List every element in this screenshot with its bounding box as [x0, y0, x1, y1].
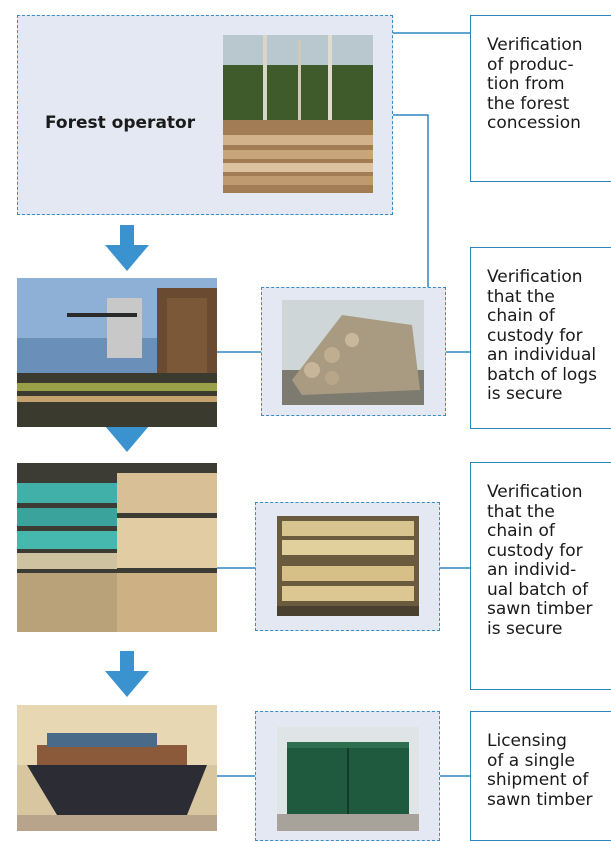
- forest-logging-photo: [223, 35, 373, 193]
- note-shipment-licensing: Licensing of a single shipment of sawn t…: [470, 711, 611, 841]
- arrow-down-icon: [105, 225, 149, 271]
- cargo-ship-photo: [17, 705, 217, 831]
- sawn-timber-stack-photo: [277, 516, 419, 616]
- arrow-down-icon: [105, 651, 149, 697]
- forest-operator-label: Forest operator: [45, 113, 196, 133]
- sawmill-photo: [17, 278, 217, 427]
- timber-warehouse-photo: [17, 463, 217, 632]
- note-sawn-timber-batch: Verification that the chain of custody f…: [470, 462, 611, 690]
- note-forest-concession: Verification of produc- tion from the fo…: [470, 15, 611, 182]
- log-pile-photo: [282, 300, 424, 405]
- shipping-container-photo: [277, 727, 419, 831]
- note-log-batch: Verification that the chain of custody f…: [470, 247, 611, 429]
